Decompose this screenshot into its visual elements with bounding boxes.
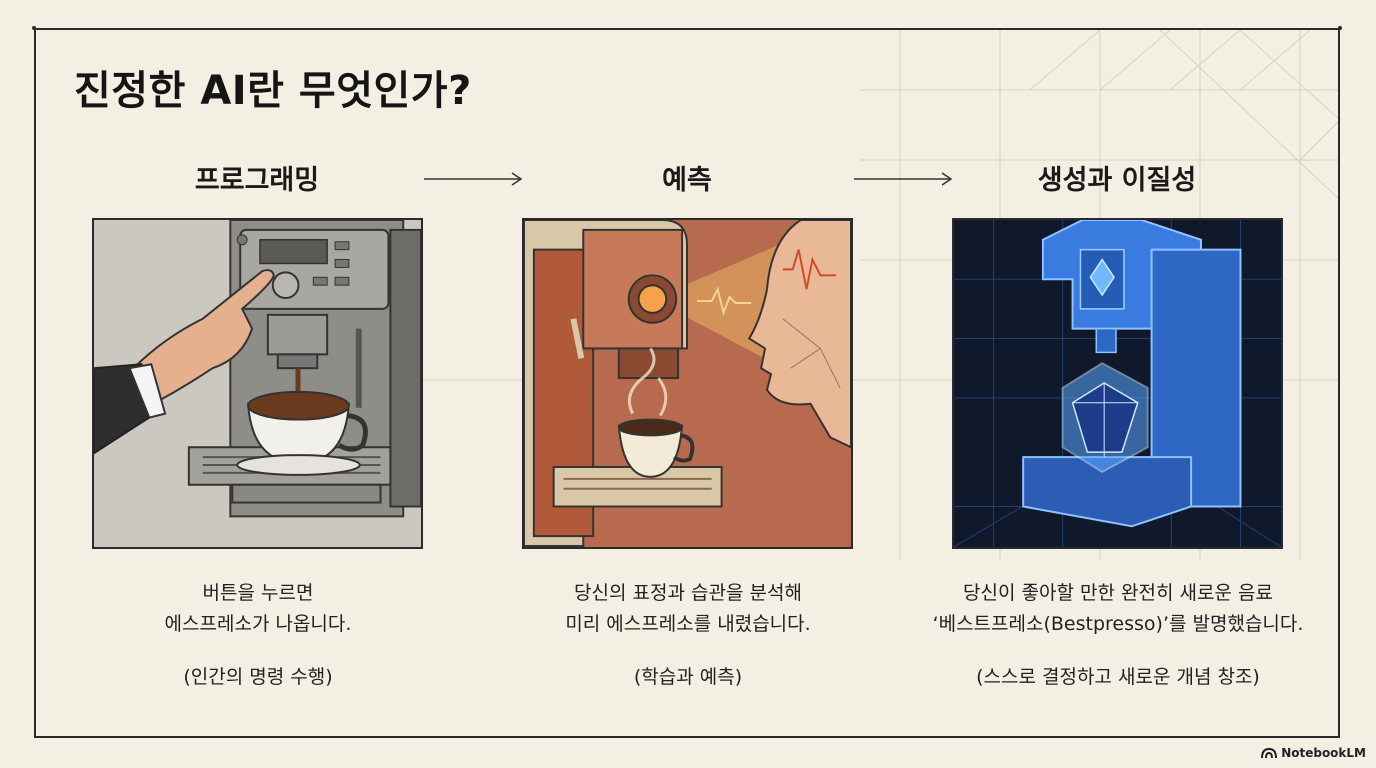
description-line: 당신이 좋아할 만한 완전히 새로운 음료 (963, 582, 1273, 604)
description-line: 미리 에스프레소를 내렸습니다. (565, 613, 811, 635)
illustration-prediction (522, 218, 853, 549)
brand-label: NotebookLM (1281, 746, 1366, 760)
note-prediction: (학습과 예측) (633, 666, 743, 688)
arrow-right-icon (424, 172, 523, 186)
note-programming: (인간의 명령 수행) (183, 666, 333, 688)
heading-generation: 생성과 이질성 (1037, 165, 1197, 196)
slide-title: 진정한 AI란 무엇인가? (74, 68, 472, 114)
description-line: 에스프레소가 나옵니다. (164, 613, 352, 635)
illustration-generation (952, 218, 1283, 549)
note-generation: (스스로 결정하고 새로운 개념 창조) (976, 666, 1260, 688)
arrow-right-icon (854, 172, 953, 186)
heading-programming: 프로그래밍 (194, 165, 320, 196)
notebooklm-logo-icon (1261, 747, 1278, 759)
description-line: 당신의 표정과 습관을 분석해 (574, 582, 802, 604)
description-generation: 당신이 좋아할 만한 완전히 새로운 음료 ‘베스트프레소(Bestpresso… (908, 578, 1328, 640)
description-line: ‘베스트프레소(Bestpresso)’를 발명했습니다. (932, 613, 1304, 635)
slide-frame (34, 28, 1340, 738)
heading-prediction: 예측 (662, 165, 712, 196)
notebooklm-brand: NotebookLM (1261, 746, 1366, 760)
description-programming: 버튼을 누르면 에스프레소가 나옵니다. (48, 578, 468, 640)
description-line: 버튼을 누르면 (202, 582, 314, 604)
illustration-programming (92, 218, 423, 549)
description-prediction: 당신의 표정과 습관을 분석해 미리 에스프레소를 내렸습니다. (478, 578, 898, 640)
